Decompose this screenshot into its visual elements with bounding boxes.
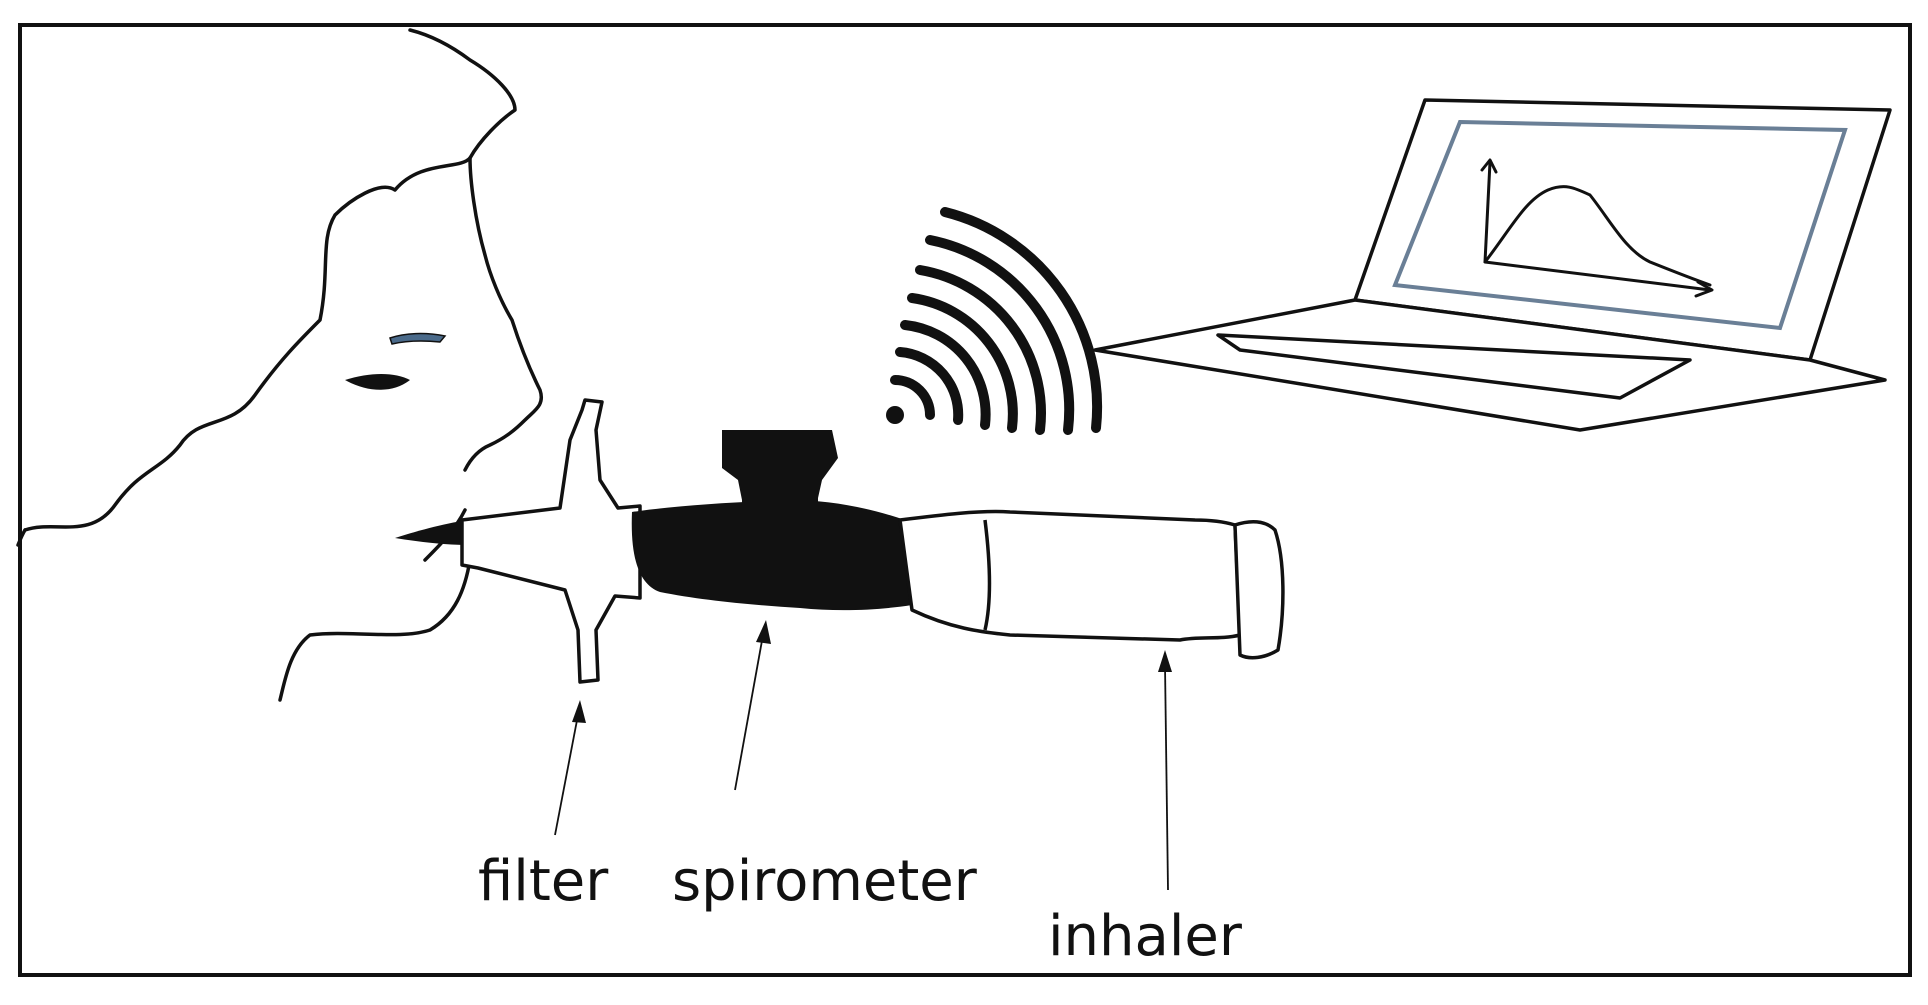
label-arrows — [554, 634, 1169, 891]
spirometer-arrow — [734, 634, 764, 791]
filter-label: filter — [478, 849, 609, 914]
eye — [345, 374, 410, 390]
eyelid — [389, 332, 447, 345]
filter-arrow — [554, 714, 579, 836]
lips — [395, 520, 470, 545]
inhaler-arrow — [1164, 664, 1169, 891]
spirometer-label: spirometer — [672, 849, 978, 914]
inhaler-device — [898, 509, 1285, 660]
wireless-signal-icon — [886, 207, 1103, 435]
laptop-screen — [1392, 119, 1848, 331]
inhaler-label: inhaler — [1048, 904, 1243, 969]
spirometer-device — [631, 500, 912, 611]
flow-volume-graph-icon — [1480, 158, 1714, 298]
person-profile — [16, 28, 543, 702]
arrow-heads — [572, 620, 1172, 723]
